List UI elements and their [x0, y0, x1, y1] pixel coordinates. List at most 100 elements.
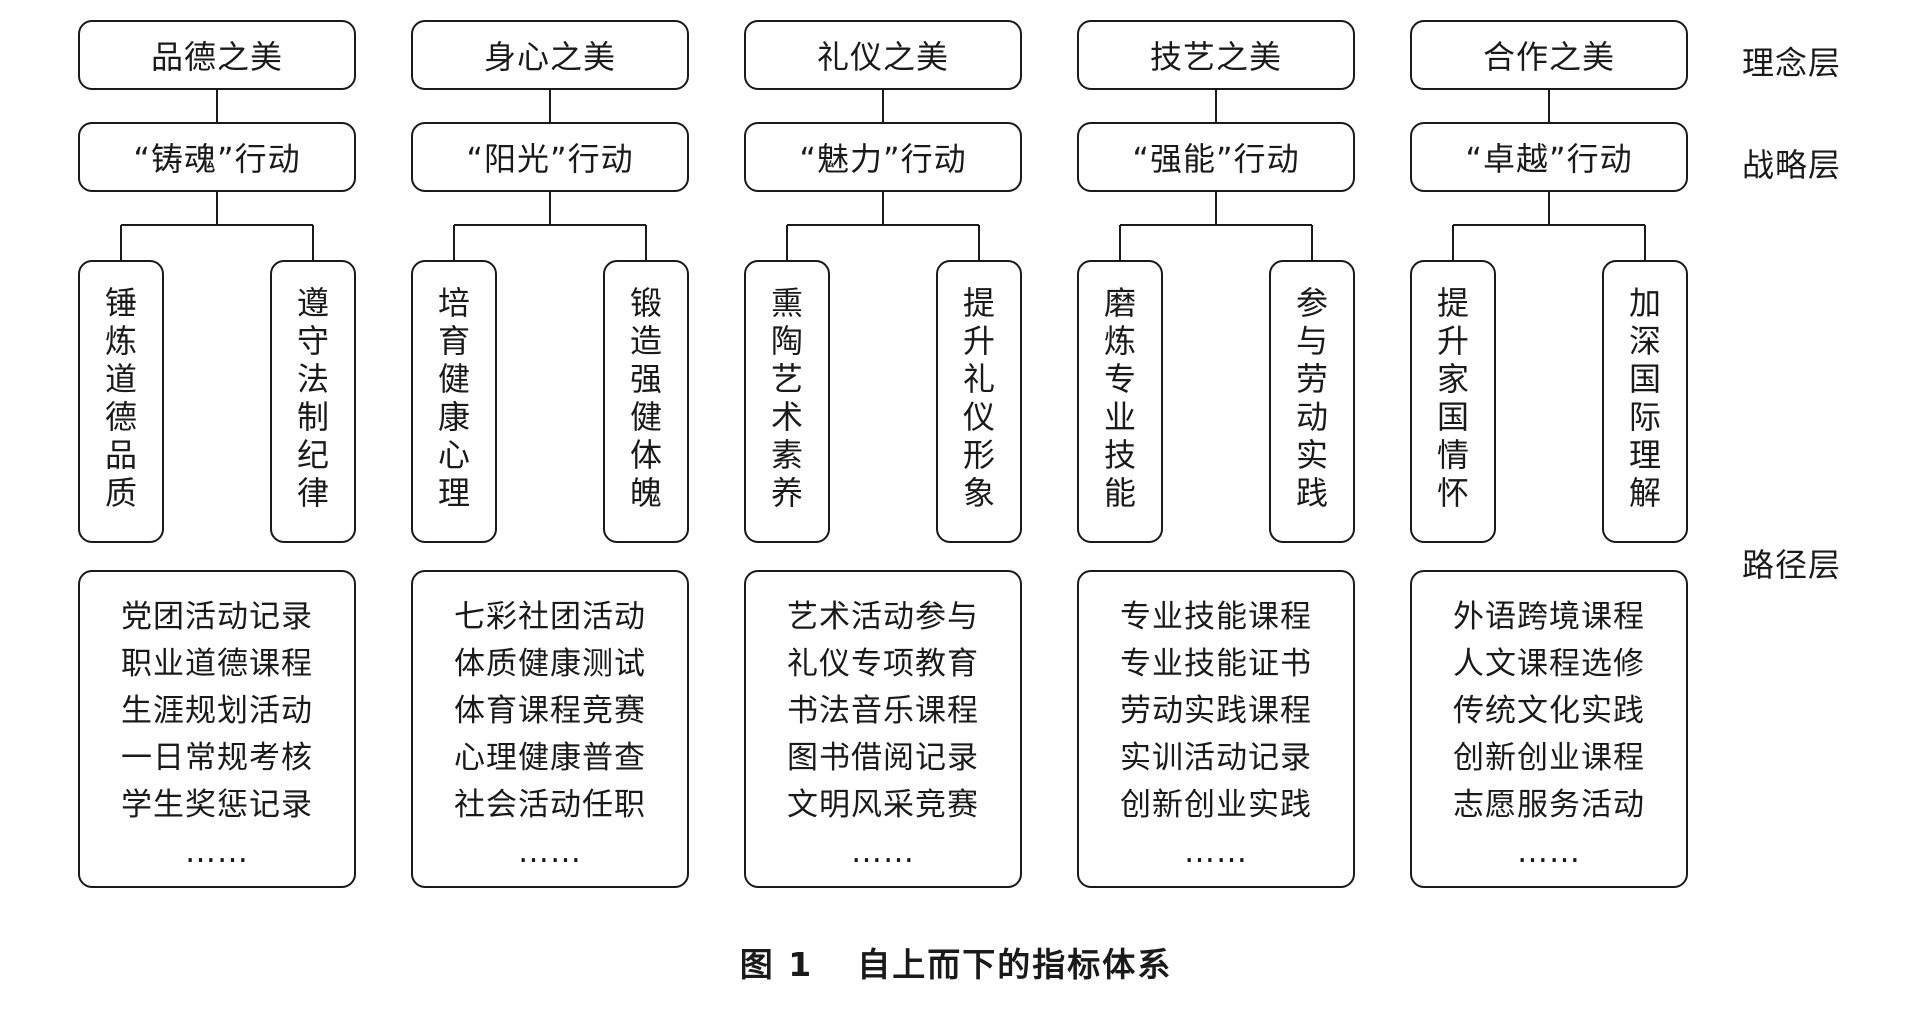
path-item: 实训活动记录 [1120, 740, 1312, 776]
sub-goal-char: 业 [1103, 398, 1136, 436]
sub-goal-box: 培育健康心理 [411, 260, 497, 543]
sub-goal-box: 提升家国情怀 [1410, 260, 1496, 543]
sub-goal-char: 锻 [629, 284, 662, 322]
sub-goal-box: 遵守法制纪律 [270, 260, 356, 543]
sub-goal-char: 素 [770, 436, 803, 474]
path-item: 礼仪专项教育 [787, 646, 979, 682]
sub-goal-box: 提升礼仪形象 [936, 260, 1022, 543]
path-item: 党团活动记录 [121, 599, 313, 635]
path-item: 体质健康测试 [454, 646, 646, 682]
sub-goal-char: 遵 [296, 284, 329, 322]
layer-label-strategy: 战略层 [1742, 146, 1842, 184]
sub-goal-char: 怀 [1436, 474, 1469, 512]
strategy-box: “强能”行动 [1077, 122, 1355, 192]
concept-box: 礼仪之美 [744, 20, 1022, 90]
strategy-box: “阳光”行动 [411, 122, 689, 192]
sub-goal-box: 熏陶艺术素养 [744, 260, 830, 543]
path-item: 职业道德课程 [121, 646, 313, 682]
strategy-box: “魅力”行动 [744, 122, 1022, 192]
sub-goal-box: 磨炼专业技能 [1077, 260, 1163, 543]
figure-number: 图 1 [739, 945, 814, 984]
sub-goal-char: 理 [437, 474, 470, 512]
path-item: 七彩社团活动 [454, 599, 646, 635]
sub-goal-char: 提 [962, 284, 995, 322]
sub-goal-char: 质 [104, 474, 137, 512]
sub-goal-char: 育 [437, 322, 470, 360]
path-item: 人文课程选修 [1453, 646, 1645, 682]
sub-goal-box: 加深国际理解 [1602, 260, 1688, 543]
sub-goal-char: 提 [1436, 284, 1469, 322]
sub-goal-char: 解 [1628, 474, 1661, 512]
path-item: 生涯规划活动 [121, 693, 313, 729]
sub-goal-char: 实 [1295, 436, 1328, 474]
figure-title: 自上而下的指标体系 [857, 945, 1173, 984]
sub-goal-char: 培 [437, 284, 470, 322]
sub-goal-char: 熏 [770, 284, 803, 322]
path-box: 党团活动记录职业道德课程生涯规划活动一日常规考核学生奖惩记录…… [78, 570, 356, 888]
path-item: 社会活动任职 [454, 787, 646, 823]
sub-goal-char: 制 [296, 398, 329, 436]
sub-goal-char: 守 [296, 322, 329, 360]
path-item: 书法音乐课程 [787, 693, 979, 729]
path-item: …… [851, 834, 915, 870]
sub-goal-box: 锻造强健体魄 [603, 260, 689, 543]
path-box: 外语跨境课程人文课程选修传统文化实践创新创业课程志愿服务活动…… [1410, 570, 1688, 888]
path-item: …… [518, 834, 582, 870]
path-item: 传统文化实践 [1453, 693, 1645, 729]
strategy-box: “铸魂”行动 [78, 122, 356, 192]
sub-goal-char: 术 [770, 398, 803, 436]
sub-goal-char: 礼 [962, 360, 995, 398]
sub-goal-char: 陶 [770, 322, 803, 360]
sub-goal-box: 锤炼道德品质 [78, 260, 164, 543]
sub-goal-char: 动 [1295, 398, 1328, 436]
sub-goal-char: 形 [962, 436, 995, 474]
path-item: 文明风采竞赛 [787, 787, 979, 823]
path-item: 体育课程竞赛 [454, 693, 646, 729]
sub-goal-char: 磨 [1103, 284, 1136, 322]
path-item: 心理健康普查 [454, 740, 646, 776]
strategy-box: “卓越”行动 [1410, 122, 1688, 192]
sub-goal-char: 参 [1295, 284, 1328, 322]
sub-goal-char: 情 [1436, 436, 1469, 474]
sub-goal-char: 家 [1436, 360, 1469, 398]
path-item: …… [1184, 834, 1248, 870]
sub-goal-char: 品 [104, 436, 137, 474]
sub-goal-char: 律 [296, 474, 329, 512]
path-item: 艺术活动参与 [787, 599, 979, 635]
path-box: 专业技能课程专业技能证书劳动实践课程实训活动记录创新创业实践…… [1077, 570, 1355, 888]
concept-box: 品德之美 [78, 20, 356, 90]
sub-goal-char: 健 [629, 398, 662, 436]
sub-goal-char: 魄 [629, 474, 662, 512]
concept-box: 技艺之美 [1077, 20, 1355, 90]
sub-goal-char: 造 [629, 322, 662, 360]
sub-goal-char: 体 [629, 436, 662, 474]
sub-goal-char: 道 [104, 360, 137, 398]
sub-goal-char: 国 [1628, 360, 1661, 398]
sub-goal-char: 技 [1103, 436, 1136, 474]
sub-goal-char: 纪 [296, 436, 329, 474]
sub-goal-char: 劳 [1295, 360, 1328, 398]
sub-goal-char: 强 [629, 360, 662, 398]
sub-goal-char: 炼 [1103, 322, 1136, 360]
path-item: 外语跨境课程 [1453, 599, 1645, 635]
sub-goal-char: 心 [437, 436, 470, 474]
path-box: 艺术活动参与礼仪专项教育书法音乐课程图书借阅记录文明风采竞赛…… [744, 570, 1022, 888]
layer-label-concept: 理念层 [1742, 44, 1842, 82]
path-item: 劳动实践课程 [1120, 693, 1312, 729]
path-item: 专业技能证书 [1120, 646, 1312, 682]
path-item: 创新创业课程 [1453, 740, 1645, 776]
sub-goal-char: 锤 [104, 284, 137, 322]
concept-box: 身心之美 [411, 20, 689, 90]
path-item: 一日常规考核 [121, 740, 313, 776]
sub-goal-char: 升 [1436, 322, 1469, 360]
sub-goal-char: 德 [104, 398, 137, 436]
path-item: 志愿服务活动 [1453, 787, 1645, 823]
path-item: 创新创业实践 [1120, 787, 1312, 823]
figure-caption: 图 1 自上而下的指标体系 [0, 938, 1912, 986]
concept-box: 合作之美 [1410, 20, 1688, 90]
sub-goal-char: 深 [1628, 322, 1661, 360]
sub-goal-char: 艺 [770, 360, 803, 398]
sub-goal-char: 际 [1628, 398, 1661, 436]
